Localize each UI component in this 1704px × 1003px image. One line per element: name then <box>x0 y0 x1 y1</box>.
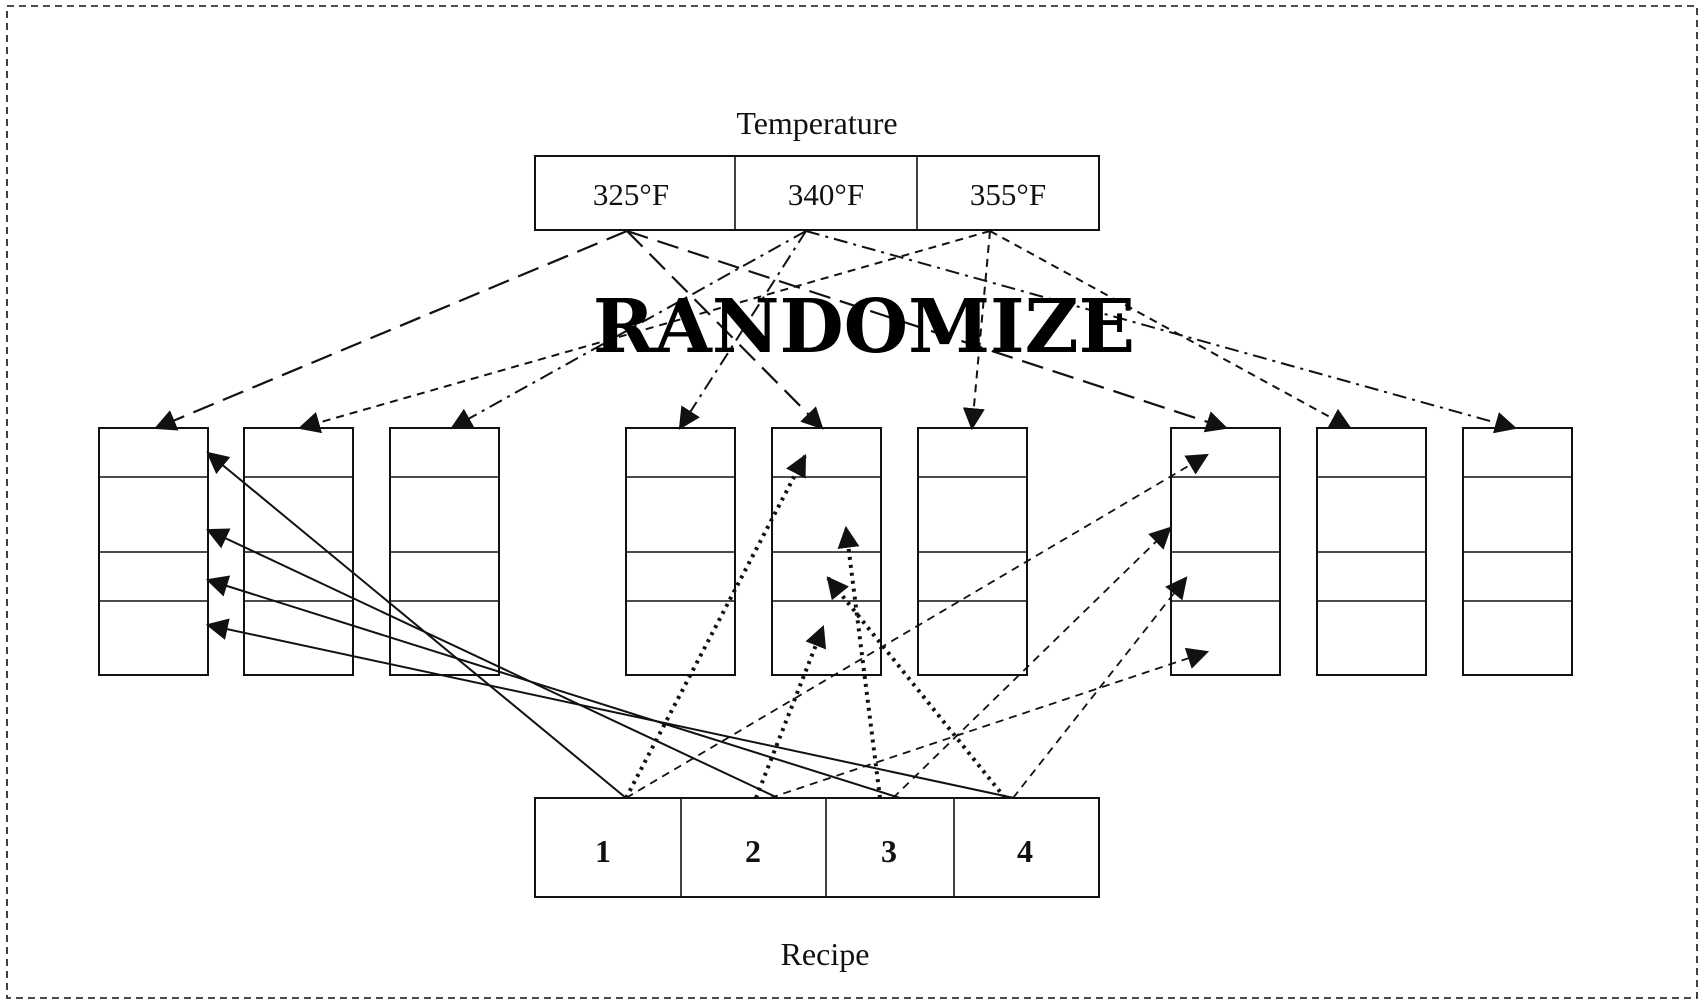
temperature-arrow <box>805 230 1518 434</box>
temperature-cell: 355°F <box>970 177 1046 212</box>
temperature-cell: 340°F <box>788 177 864 212</box>
temperature-arrow <box>989 230 1352 430</box>
temperature-table: 325°F 340°F 355°F <box>534 155 1100 231</box>
recipe-cell: 2 <box>745 833 761 869</box>
temperature-arrow <box>962 230 991 431</box>
temperature-cell: 325°F <box>593 177 669 212</box>
recipe-arrow <box>754 624 827 799</box>
recipe-table: 1 2 3 4 <box>534 797 1100 898</box>
run-column <box>1316 427 1427 676</box>
temperature-arrow <box>297 230 991 434</box>
run-column <box>389 427 500 676</box>
run-column <box>625 427 736 676</box>
temperature-arrow <box>450 230 807 430</box>
run-column <box>917 427 1028 676</box>
recipe-cell: 4 <box>1017 833 1033 869</box>
recipe-arrow <box>1012 576 1188 799</box>
run-column <box>98 427 209 676</box>
temperature-arrow <box>626 229 1229 433</box>
recipe-arrow <box>205 575 901 799</box>
recipe-cell: 1 <box>595 833 611 869</box>
randomize-label: RANDOMIZE <box>593 284 1135 370</box>
recipe-cell: 3 <box>881 833 897 869</box>
run-column <box>771 427 882 676</box>
recipe-arrow <box>837 525 882 799</box>
run-column <box>243 427 354 676</box>
recipe-title: Recipe <box>781 936 870 972</box>
temperature-arrow <box>626 230 824 430</box>
recipe-arrow <box>892 526 1172 799</box>
run-columns <box>98 427 1573 676</box>
temperature-arrow <box>153 229 628 431</box>
recipe-arrow <box>206 451 627 799</box>
recipe-arrow <box>205 618 1015 799</box>
recipe-arrow <box>206 528 779 799</box>
run-column <box>1170 427 1281 676</box>
temperature-title: Temperature <box>736 105 897 141</box>
temperature-arrow <box>678 230 807 430</box>
recipe-arrow <box>769 647 1210 799</box>
run-column <box>1462 427 1573 676</box>
recipe-arrow <box>625 453 1209 799</box>
outer-frame <box>6 5 1698 999</box>
recipe-arrow <box>624 454 807 799</box>
assignment-arrows <box>153 229 1518 800</box>
